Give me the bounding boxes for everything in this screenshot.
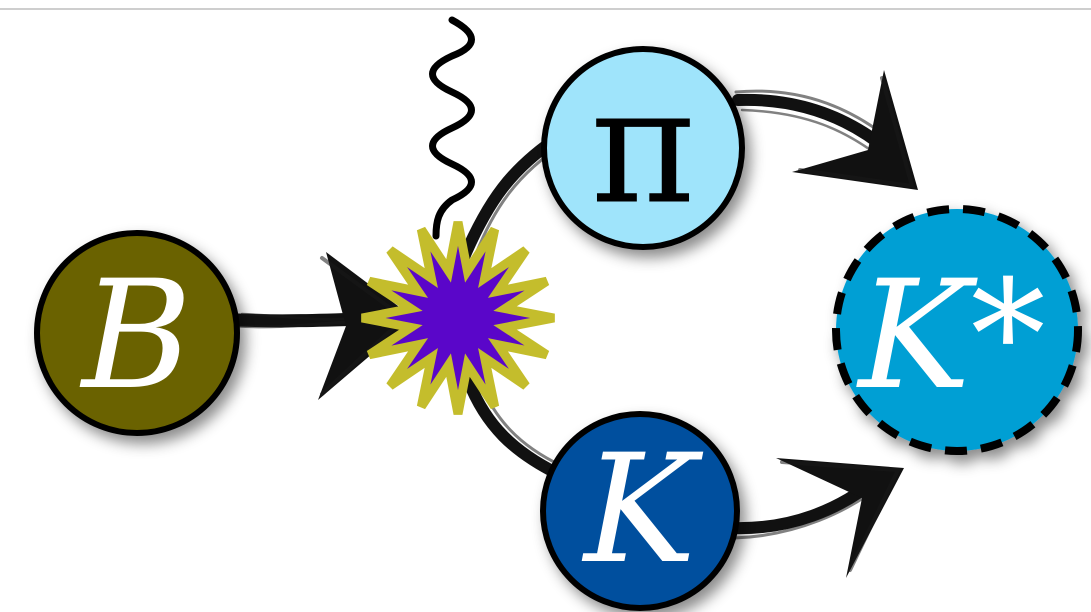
interaction-vertex-starburst <box>362 222 554 414</box>
node-pi-label: π <box>590 53 695 240</box>
node-kstar-label: K* <box>855 249 1045 423</box>
arrow-pi-to-kstar <box>736 70 918 190</box>
photon-wavy-line <box>433 20 472 236</box>
node-k-label: K <box>581 423 704 597</box>
arrow-k-to-kstar <box>732 458 904 578</box>
node-b-label: B <box>79 249 192 423</box>
